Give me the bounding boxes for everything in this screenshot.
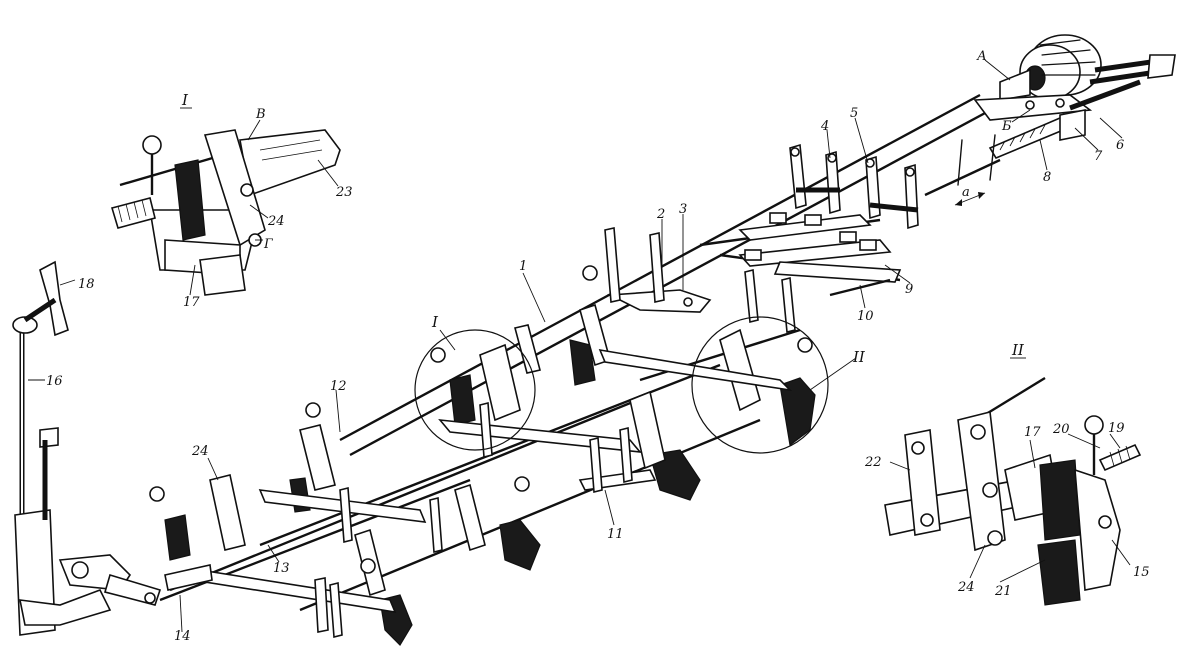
label-A: А xyxy=(976,49,987,64)
brake-cylinder xyxy=(973,34,1176,121)
label-8: 8 xyxy=(1043,170,1051,185)
label-15: 15 xyxy=(1133,565,1150,580)
label-G: Г xyxy=(263,237,273,252)
label-23: 23 xyxy=(335,185,353,200)
label-detail-I-circle: I xyxy=(431,313,439,331)
label-17-detail-I: 17 xyxy=(183,295,200,310)
label-13: 13 xyxy=(273,561,290,576)
label-14: 14 xyxy=(174,629,191,644)
detail-II xyxy=(884,376,1142,606)
label-19: 19 xyxy=(1108,421,1125,436)
label-5: 5 xyxy=(850,106,858,121)
label-21: 21 xyxy=(994,584,1012,599)
leader-lines xyxy=(28,59,1131,633)
label-4: 4 xyxy=(820,119,829,134)
dimension-a xyxy=(924,134,1001,206)
label-1: 1 xyxy=(519,259,527,274)
label-detail-II-circle: II xyxy=(852,348,866,366)
detail-I xyxy=(110,129,341,296)
label-10: 10 xyxy=(857,309,874,324)
detail-circle-I xyxy=(414,329,536,451)
slack-adjuster xyxy=(988,109,1086,160)
label-22: 22 xyxy=(864,455,882,470)
bogie-center xyxy=(430,265,816,501)
label-17-detail-II: 17 xyxy=(1024,425,1041,440)
lever-2-3 xyxy=(604,227,712,313)
label-24-left: 24 xyxy=(191,444,209,459)
label-18: 18 xyxy=(78,277,95,292)
label-24-detail-II: 24 xyxy=(957,580,975,595)
label-9: 9 xyxy=(905,282,913,297)
label-7: 7 xyxy=(1094,149,1103,164)
levers-4-5 xyxy=(789,143,919,230)
label-a: а xyxy=(962,185,970,200)
label-24-detail-I: 24 xyxy=(267,214,285,229)
crossbeams-9-10 xyxy=(738,212,902,297)
label-detail-I-title: I xyxy=(181,91,189,109)
handbrake-column xyxy=(12,260,112,636)
label-6: 6 xyxy=(1116,138,1124,153)
bogie-left xyxy=(149,402,541,646)
label-3: 3 xyxy=(679,202,687,217)
handbrake-linkage xyxy=(58,554,213,606)
part-labels: 1 2 3 4 5 6 7 8 9 10 11 12 13 14 15 16 1… xyxy=(46,49,1150,644)
label-B: Б xyxy=(1001,119,1012,134)
label-16: 16 xyxy=(46,374,63,389)
label-detail-II-title: II xyxy=(1011,341,1025,359)
label-V: В xyxy=(255,107,266,122)
label-11: 11 xyxy=(607,527,624,542)
label-2: 2 xyxy=(656,207,665,222)
label-12: 12 xyxy=(330,379,347,394)
detail-circle-II xyxy=(691,316,829,454)
label-20: 20 xyxy=(1052,422,1070,437)
